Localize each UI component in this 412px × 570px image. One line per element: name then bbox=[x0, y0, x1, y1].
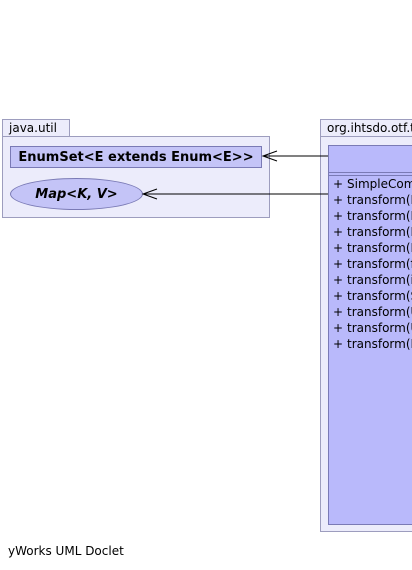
dependency-arrow-enumset bbox=[261, 150, 328, 162]
member-row: +SimpleCom bbox=[333, 177, 412, 191]
class-name-compartment bbox=[329, 146, 412, 173]
member-row: +transform(i bbox=[333, 273, 412, 287]
footer-credit: yWorks UML Doclet bbox=[8, 544, 124, 558]
interface-name: Map<K, V> bbox=[35, 186, 118, 202]
class-simple-component-transformer[interactable]: +SimpleCom +transform(I +transform(I +tr… bbox=[328, 145, 412, 525]
package-name: org.ihtsdo.otf.t bbox=[327, 121, 412, 135]
member-row: +transform(I bbox=[333, 241, 412, 255]
member-row: +transform(U bbox=[333, 305, 412, 319]
package-name: java.util bbox=[9, 121, 57, 135]
member-row: +transform(I bbox=[333, 209, 412, 223]
class-name: EnumSet<E extends Enum<E>> bbox=[18, 149, 254, 165]
class-enumset[interactable]: EnumSet<E extends Enum<E>> bbox=[10, 146, 262, 168]
attribute-compartment bbox=[329, 173, 412, 176]
member-row: +transform(I bbox=[333, 337, 412, 351]
method-compartment: +SimpleCom +transform(I +transform(I +tr… bbox=[329, 176, 412, 352]
member-row: +transform(I bbox=[333, 225, 412, 239]
dependency-arrow-map bbox=[141, 188, 328, 200]
member-row: +transform(U bbox=[333, 321, 412, 335]
member-row: +transform(S bbox=[333, 289, 412, 303]
interface-map[interactable]: Map<K, V> bbox=[10, 178, 143, 210]
member-row: +transform(I bbox=[333, 193, 412, 207]
member-row: +transform(f bbox=[333, 257, 412, 271]
